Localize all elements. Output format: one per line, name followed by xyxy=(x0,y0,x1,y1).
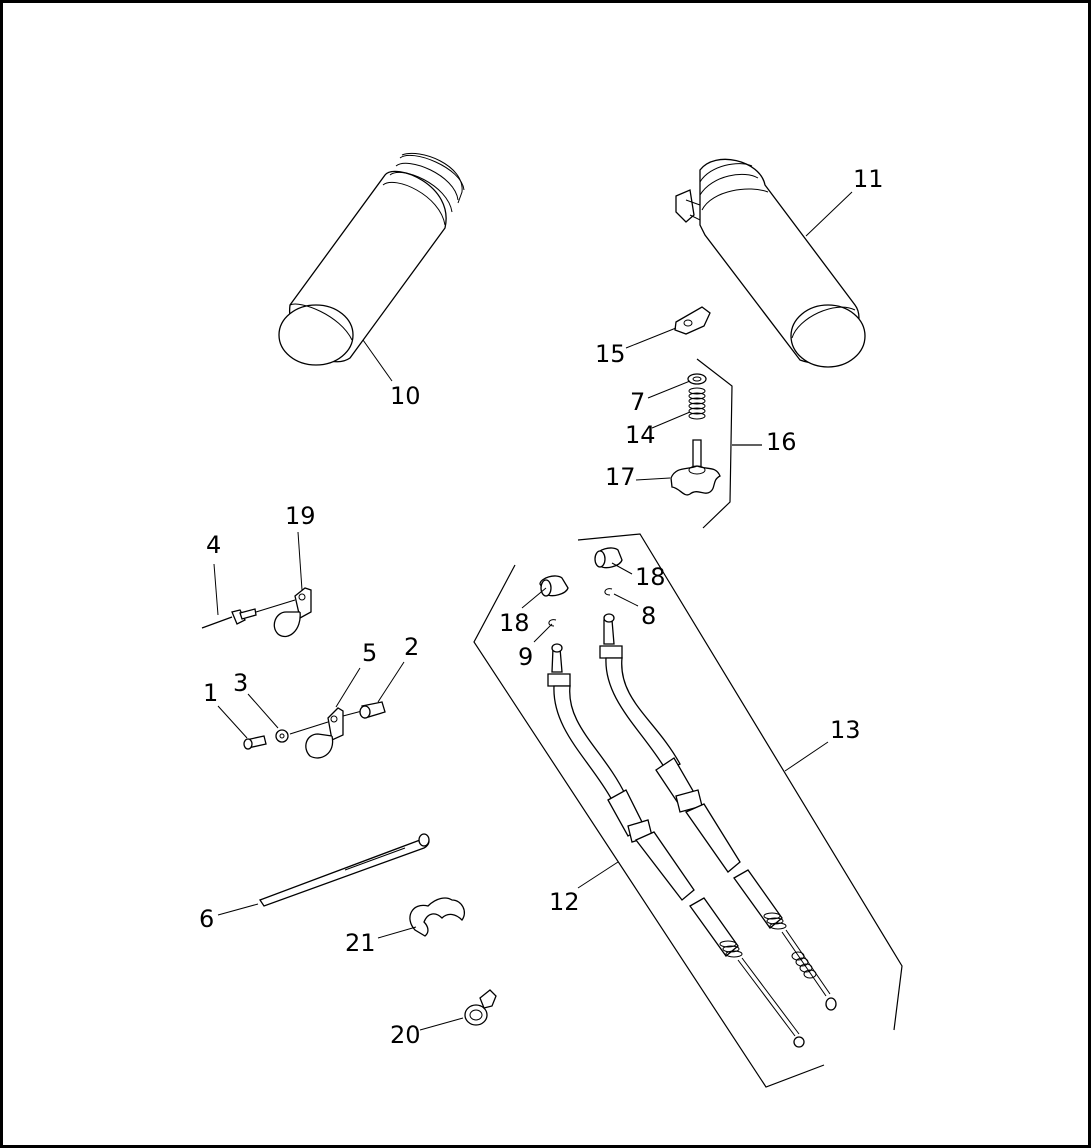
callout-9: 9 xyxy=(518,643,533,671)
callout-12: 12 xyxy=(549,888,580,916)
friction-assembly xyxy=(670,373,721,496)
callout-14: 14 xyxy=(625,421,656,449)
right-grip xyxy=(675,158,866,368)
callout-2: 2 xyxy=(404,633,419,661)
callout-19: 19 xyxy=(285,502,316,530)
callout-18-left: 18 xyxy=(499,609,530,637)
cable-13-bracket xyxy=(577,533,903,1031)
callout-13: 13 xyxy=(830,716,861,744)
callout-3: 3 xyxy=(233,669,248,697)
callouts: 10 11 15 7 14 16 17 4 19 1 3 5 2 6 21 20… xyxy=(199,165,884,1049)
callout-4: 4 xyxy=(206,531,221,559)
callout-1: 1 xyxy=(203,679,218,707)
callout-7: 7 xyxy=(630,388,645,416)
callout-17: 17 xyxy=(605,463,636,491)
cable-retainer xyxy=(464,989,497,1026)
leader-lines xyxy=(213,191,853,1031)
callout-21: 21 xyxy=(345,929,376,957)
callout-8: 8 xyxy=(641,602,656,630)
lower-clip xyxy=(243,701,386,759)
callout-11: 11 xyxy=(853,165,884,193)
callout-6: 6 xyxy=(199,905,214,933)
callout-10: 10 xyxy=(390,382,421,410)
callout-20: 20 xyxy=(390,1021,421,1049)
cable-strap xyxy=(259,833,430,907)
clip-9 xyxy=(548,619,557,627)
upper-clip xyxy=(201,587,312,638)
cable-clip xyxy=(409,897,466,937)
callout-5: 5 xyxy=(362,639,377,667)
cable-12-bracket xyxy=(473,564,825,1088)
bracket-16 xyxy=(696,358,733,529)
callout-15: 15 xyxy=(595,340,626,368)
cable-12 xyxy=(547,643,805,1048)
ferrule xyxy=(674,306,711,335)
callout-16: 16 xyxy=(766,428,797,456)
callout-18-right: 18 xyxy=(635,563,666,591)
clip-8 xyxy=(604,588,613,596)
cable-13 xyxy=(599,613,837,1011)
left-grip xyxy=(278,153,465,366)
